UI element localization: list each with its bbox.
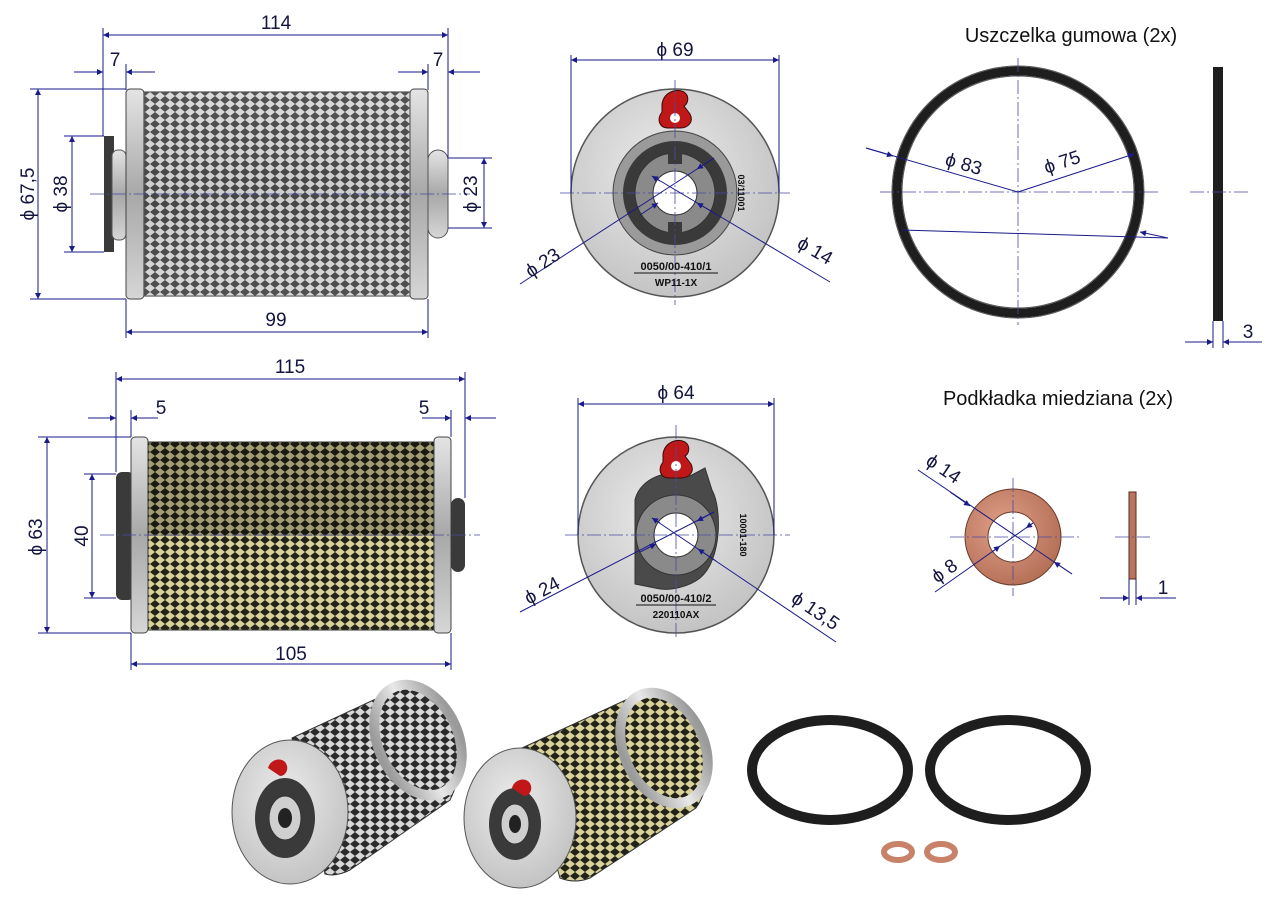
washer-outer-diameter-label: ϕ 14 (922, 450, 965, 488)
filter-1-side-view: 114 7 7 ϕ 67,5 ϕ 38 ϕ 23 99 (18, 13, 492, 338)
endcap-2-diameter-label: ϕ 64 (657, 383, 695, 404)
filter-1-diameter-boss-label: ϕ 38 (51, 175, 72, 212)
gasket-inner-diameter-label: ϕ 75 (1041, 147, 1083, 178)
washer-inner-diameter-label: ϕ 8 (928, 555, 962, 587)
filter-2-mesh-body (147, 441, 435, 631)
filter-2-left-boss (116, 472, 134, 600)
endcap-2-stamp: 10001-180 (738, 513, 748, 556)
filter-1-flange-right-label: 7 (433, 50, 444, 71)
washer-thickness-label: 1 (1158, 578, 1169, 599)
filter-2-flange-left-label: 5 (156, 398, 167, 419)
isometric-gasket-2 (925, 715, 1091, 825)
filter-2-boss-height-label: 40 (72, 525, 93, 546)
endcap-1-part-number: 0050/00-410/1 (641, 261, 712, 273)
isometric-filter-2 (463, 687, 713, 889)
isometric-gasket-1 (747, 715, 913, 825)
filter-1-flange-left-label: 7 (110, 50, 121, 71)
washer-side-view (1128, 491, 1137, 580)
isometric-washer-1 (881, 841, 915, 863)
gasket-outer-diameter-label: ϕ 83 (943, 150, 984, 180)
endcap-2-front-view: 0050/00-410/2 220110AX 10001-180 ϕ 64 ϕ … (519, 383, 843, 643)
endcap-1-inner-diameter-label: ϕ 23 (522, 244, 565, 282)
washer-title: Podkładka miedziana (2x) (943, 388, 1173, 410)
isometric-gaskets (747, 715, 1091, 863)
endcap-2-code: 220110AX (653, 610, 700, 621)
filter-2-diameter-outer-label: ϕ 63 (26, 518, 47, 555)
filter-2-length-body-label: 105 (275, 644, 307, 665)
endcap-1-front-view: 0050/00-410/1 WP11-1X 03/11001 ϕ 69 ϕ 23… (519, 40, 836, 305)
gasket-view: Uszczelka gumowa (2x) ϕ 83 ϕ 75 3 (865, 25, 1262, 348)
filter-2-side-view: 115 5 5 ϕ 63 40 105 (26, 357, 496, 670)
endcap-2-part-number: 0050/00-410/2 (641, 593, 712, 605)
gasket-thickness-label: 3 (1243, 322, 1254, 343)
filter-2-flange-right-label: 5 (419, 398, 430, 419)
filter-2-length-total-label: 115 (275, 357, 305, 378)
filter-1-left-hub (111, 149, 127, 241)
washer-view: Podkładka miedziana (2x) ϕ 14 ϕ 8 1 (917, 388, 1176, 605)
isometric-filter-1 (231, 679, 467, 885)
endcap-1-code: WP11-1X (655, 278, 698, 289)
filter-1-length-body-label: 99 (265, 310, 286, 331)
filter-1-diameter-outer-label: ϕ 67,5 (18, 168, 39, 221)
isometric-washer-2 (924, 841, 958, 863)
endcap-1-stamp: 03/11001 (736, 174, 746, 211)
gasket-side-view (1213, 67, 1223, 321)
endcap-2-inner-diameter-label: ϕ 24 (521, 573, 564, 609)
endcap-1-diameter-label: ϕ 69 (656, 40, 693, 61)
filter-1-diameter-right-boss-label: ϕ 23 (461, 175, 482, 212)
gasket-title: Uszczelka gumowa (2x) (965, 25, 1177, 47)
filter-1-length-total-label: 114 (261, 13, 292, 34)
